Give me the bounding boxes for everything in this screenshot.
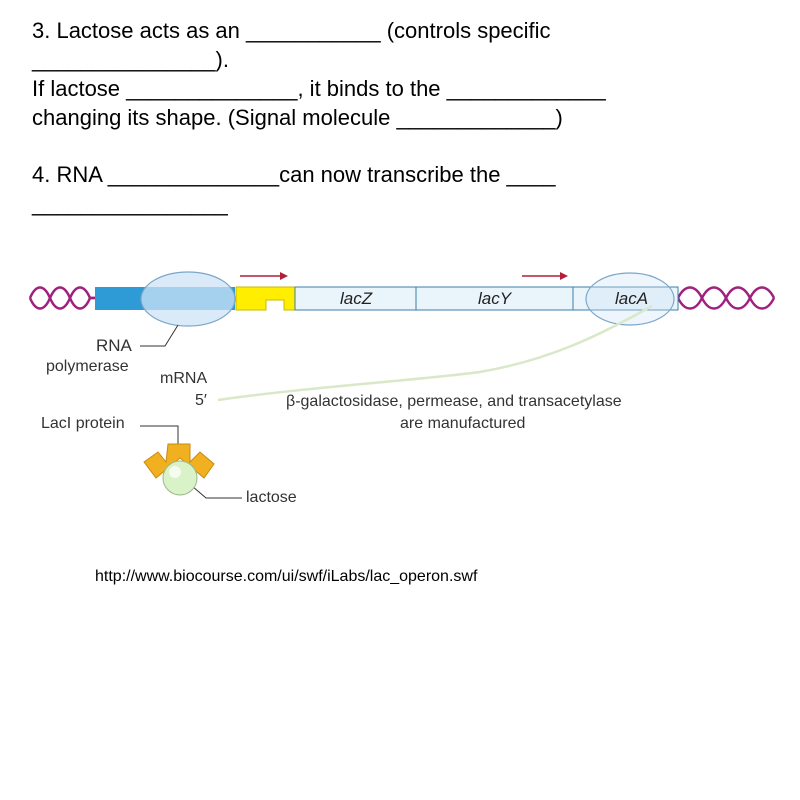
- rna-polymerase-oval: [141, 272, 235, 326]
- polymerase-label: polymerase: [46, 358, 129, 376]
- laci-protein-label: LacI protein: [41, 415, 125, 433]
- operator-region: [236, 287, 295, 310]
- products-label-line-2: are manufactured: [400, 415, 525, 433]
- dna-strand-right-b: [678, 288, 774, 309]
- gene-laca-label: lacA: [615, 289, 648, 309]
- lactose-leader: [192, 486, 242, 498]
- rna-polymerase-leader: [140, 325, 178, 346]
- gene-lacy-label: lacY: [478, 289, 511, 309]
- transcription-arrowhead-1: [280, 272, 288, 280]
- lactose-highlight: [169, 466, 181, 478]
- five-prime-label: 5′: [195, 392, 207, 410]
- source-url: http://www.biocourse.com/ui/swf/iLabs/la…: [95, 568, 477, 586]
- products-label-line-1: β-galactosidase, permease, and transacet…: [286, 393, 622, 411]
- lactose-molecule: [163, 461, 197, 495]
- rna-label: RNA: [96, 336, 132, 356]
- gene-lacz-label: lacZ: [340, 289, 372, 309]
- mrna-strand: [218, 306, 652, 400]
- lactose-label: lactose: [246, 489, 297, 507]
- mrna-label: mRNA: [160, 370, 207, 388]
- transcription-arrowhead-2: [560, 272, 568, 280]
